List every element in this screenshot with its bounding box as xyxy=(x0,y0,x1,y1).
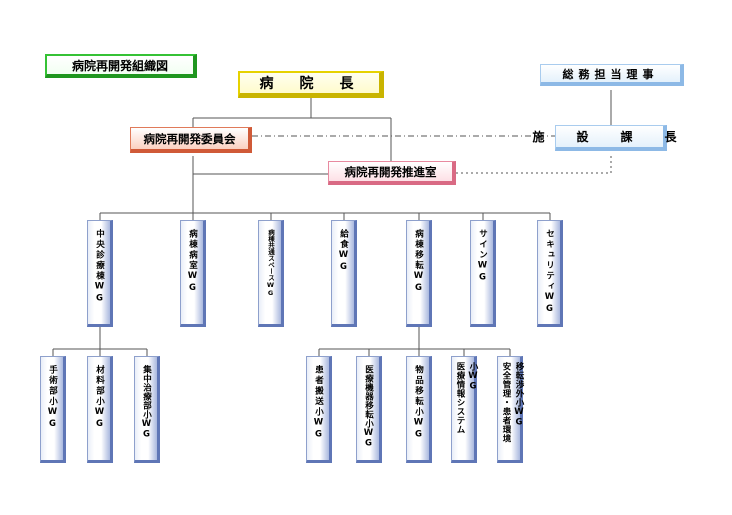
committee-box: 病院再開発委員会 xyxy=(130,127,252,153)
wg-box: 病棟共通スペースWG xyxy=(258,220,284,327)
wg-label: 中央診療棟WG xyxy=(94,229,105,306)
wg-label: セキュリティWG xyxy=(544,229,555,316)
general-affairs-box: 総務担当理事 xyxy=(540,64,684,86)
sub-wg-box: 医療機器移転小WG xyxy=(356,356,382,463)
chart-title: 病院再開発組織図 xyxy=(45,54,197,78)
wg-label: 病棟共通スペースWG xyxy=(266,229,275,297)
sub-wg-label: 安全管理・患者環境 xyxy=(501,362,511,443)
wg-box: 中央診療棟WG xyxy=(87,220,113,327)
sub-wg-box: 物品移転小WG xyxy=(406,356,432,463)
sub-wg-label: 移転渉外小WG xyxy=(514,362,524,428)
wg-label: サインWG xyxy=(477,229,488,285)
wg-box: セキュリティWG xyxy=(537,220,563,327)
sub-wg-box: 安全管理・患者環境 移転渉外小WG xyxy=(497,356,524,463)
wg-label: 病棟病室WG xyxy=(187,229,198,295)
sub-wg-label: 患者搬送小WG xyxy=(313,365,324,442)
sub-wg-label: 集中治療部小WG xyxy=(141,365,152,440)
wg-label: 病棟移転WG xyxy=(413,229,424,295)
sub-wg-label: 手術部小WG xyxy=(47,365,58,431)
dashed-line xyxy=(456,155,612,174)
wg-label: 給食WG xyxy=(338,229,349,274)
director-box: 病 院 長 xyxy=(238,71,384,98)
sub-wg-label: 小WG xyxy=(468,362,478,392)
promotion-office-box: 病院再開発推進室 xyxy=(328,161,456,185)
sub-wg-box: 患者搬送小WG xyxy=(306,356,332,463)
wg-box: 給食WG xyxy=(331,220,357,327)
facility-manager-box: 施 設 課 長 xyxy=(533,125,677,151)
sub-wg-box: 医療情報システム 小WG xyxy=(451,356,478,463)
sub-wg-label: 医療機器移転小WG xyxy=(363,365,374,449)
sub-wg-box: 材料部小WG xyxy=(87,356,113,463)
sub-wg-box: 手術部小WG xyxy=(40,356,66,463)
sub-wg-label: 医療情報システム xyxy=(455,362,465,434)
sub-wg-label: 材料部小WG xyxy=(94,365,105,431)
wg-box: 病棟移転WG xyxy=(406,220,432,327)
wg-box: サインWG xyxy=(470,220,496,327)
sub-wg-box: 集中治療部小WG xyxy=(134,356,160,463)
wg-box: 病棟病室WG xyxy=(180,220,206,327)
sub-wg-label: 物品移転小WG xyxy=(413,365,424,442)
